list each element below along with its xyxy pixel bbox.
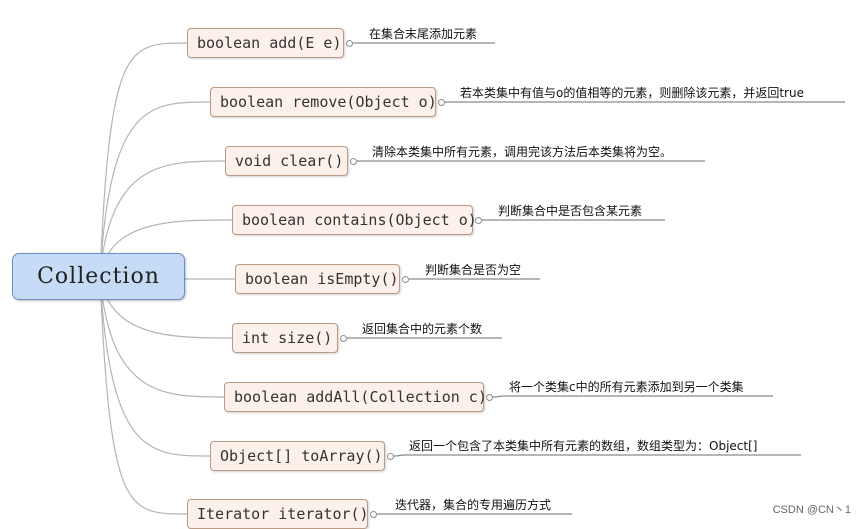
method-node[interactable]: boolean isEmpty() — [235, 264, 400, 294]
collapse-handle-icon[interactable] — [438, 98, 445, 106]
branch-connector — [99, 101, 211, 277]
branch-connector — [99, 160, 226, 277]
method-signature: boolean isEmpty() — [245, 270, 399, 288]
method-signature: void clear() — [235, 152, 344, 170]
description-underline — [393, 454, 801, 457]
collapse-handle-icon[interactable] — [340, 334, 347, 342]
method-description: 若本类集中有值与o的值相等的元素，则删除该元素，并返回true — [460, 86, 804, 100]
method-node[interactable]: boolean addAll(Collection c) — [224, 382, 487, 412]
collapse-handle-icon[interactable] — [346, 39, 353, 47]
method-node[interactable]: int size() — [232, 323, 338, 353]
method-description: 清除本类集中所有元素，调用完该方法后本类集将为空。 — [372, 145, 673, 159]
method-description: 判断集合是否为空 — [425, 263, 522, 277]
root-node-collection[interactable]: Collection — [12, 253, 185, 300]
collapse-handle-icon[interactable] — [475, 216, 482, 224]
description-underline — [492, 395, 773, 398]
method-signature: boolean addAll(Collection c) — [234, 388, 487, 406]
branch-connector — [99, 275, 211, 457]
method-description: 在集合末尾添加元素 — [369, 27, 478, 41]
method-description: 判断集合中是否包含某元素 — [498, 204, 643, 218]
collapse-handle-icon[interactable] — [486, 393, 493, 401]
method-node[interactable]: boolean add(E e) — [187, 28, 344, 58]
method-node[interactable]: Object[] toArray() — [210, 441, 385, 471]
method-signature: boolean add(E e) — [197, 34, 342, 52]
method-node[interactable]: boolean remove(Object o) — [210, 87, 437, 117]
method-node[interactable]: Iterator iterator() — [187, 499, 369, 529]
collapse-handle-icon[interactable] — [387, 452, 394, 460]
branch-connector — [99, 275, 225, 398]
method-node[interactable]: boolean contains(Object o) — [232, 205, 477, 235]
method-description: 将一个类集c中的所有元素添加到另一个类集 — [509, 380, 744, 394]
collapse-handle-icon[interactable] — [350, 157, 357, 165]
method-signature: boolean contains(Object o) — [242, 211, 477, 229]
method-description: 迭代器，集合的专用遍历方式 — [395, 498, 552, 512]
method-description: 返回一个包含了本类集中所有元素的数组，数组类型为：Object[] — [409, 439, 758, 453]
method-signature: Object[] toArray() — [220, 447, 383, 465]
method-signature: boolean remove(Object o) — [220, 93, 437, 111]
branch-connector — [99, 42, 188, 277]
collapse-handle-icon[interactable] — [402, 275, 409, 283]
branch-connector — [99, 275, 188, 515]
method-description: 返回集合中的元素个数 — [362, 322, 483, 336]
method-signature: Iterator iterator() — [197, 505, 369, 523]
method-signature: int size() — [242, 329, 333, 347]
collapse-handle-icon[interactable] — [370, 510, 377, 518]
watermark: CSDN @CN丶1 — [772, 504, 851, 516]
method-node[interactable]: void clear() — [225, 146, 348, 176]
